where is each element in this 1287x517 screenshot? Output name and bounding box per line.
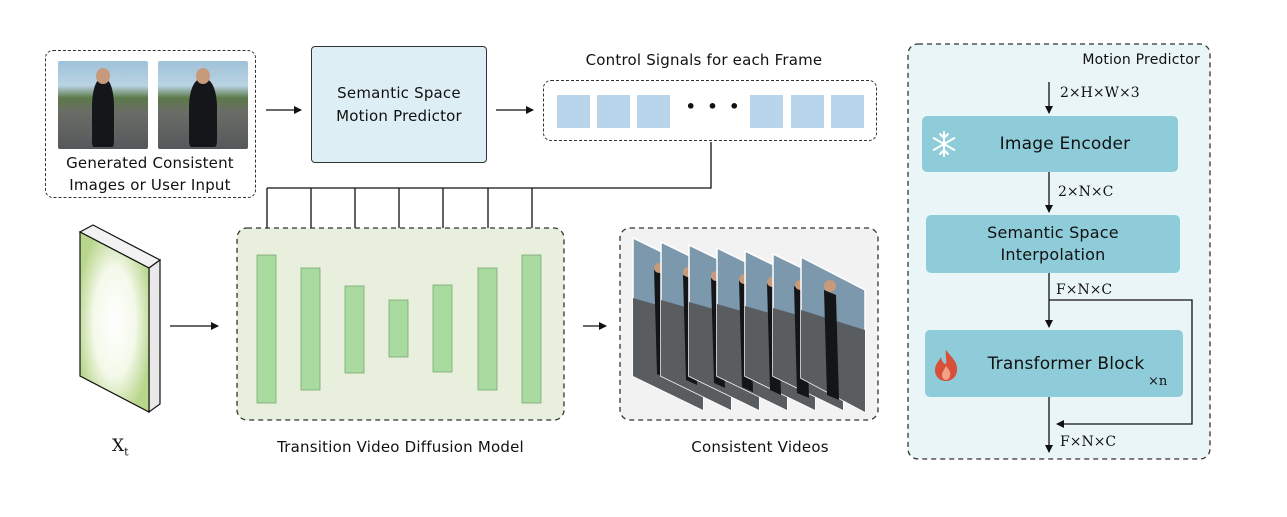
dim-encoded: 2×N×C	[1058, 184, 1114, 200]
signal-cell	[750, 95, 783, 128]
interpolation-line1: Semantic Space	[987, 223, 1119, 242]
predictor-panel-title: Motion Predictor	[1082, 52, 1200, 68]
input-caption-line2: Images or User Input	[69, 176, 231, 194]
interpolation-line2: Interpolation	[1000, 245, 1106, 264]
signal-cell	[637, 95, 670, 128]
fire-icon	[935, 350, 958, 381]
unet-bars	[256, 254, 542, 404]
semantic-motion-predictor-box: Semantic Space Motion Predictor	[311, 46, 487, 163]
interpolation-label: Semantic Space Interpolation	[926, 215, 1180, 273]
noise-label-main: X	[112, 436, 125, 456]
predictor-arrows	[1045, 82, 1193, 453]
interpolation-block	[926, 215, 1180, 273]
videos-caption: Consistent Videos	[691, 438, 829, 456]
control-signals-strip: • • •	[543, 80, 877, 141]
signal-cell	[557, 95, 590, 128]
signal-cell	[597, 95, 630, 128]
video-frame	[800, 255, 866, 414]
person-photo-2	[158, 61, 248, 149]
diffusion-caption: Transition Video Diffusion Model	[277, 438, 524, 456]
noise-label: Xt	[112, 436, 129, 458]
image-encoder-block	[922, 116, 1178, 172]
image-encoder-label: Image Encoder	[999, 134, 1131, 154]
input-images-panel: Generated Consistent Images or User Inpu…	[45, 50, 256, 198]
signal-cell	[831, 95, 864, 128]
control-signals-title: Control Signals for each Frame	[585, 51, 823, 69]
video-frame-stack	[632, 236, 866, 414]
dim-interpolated: F×N×C	[1056, 282, 1113, 298]
snowflake-icon	[932, 131, 956, 157]
dim-input: 2×H×W×3	[1060, 85, 1140, 101]
signal-cell	[791, 95, 824, 128]
person-photo-1	[58, 61, 148, 149]
noise-latent-slab	[78, 224, 162, 414]
transformer-label: Transformer Block	[987, 353, 1145, 374]
motion-box-line2: Motion Predictor	[336, 106, 462, 125]
transformer-block	[925, 330, 1183, 397]
motion-box-line1: Semantic Space	[337, 83, 461, 102]
signal-ellipsis: • • •	[685, 97, 743, 116]
input-caption-line1: Generated Consistent	[66, 154, 234, 172]
dim-output: F×N×C	[1060, 434, 1117, 450]
transformer-repeat: ×n	[1148, 374, 1168, 389]
input-caption: Generated Consistent Images or User Inpu…	[46, 152, 254, 196]
noise-label-subscript: t	[124, 445, 129, 459]
